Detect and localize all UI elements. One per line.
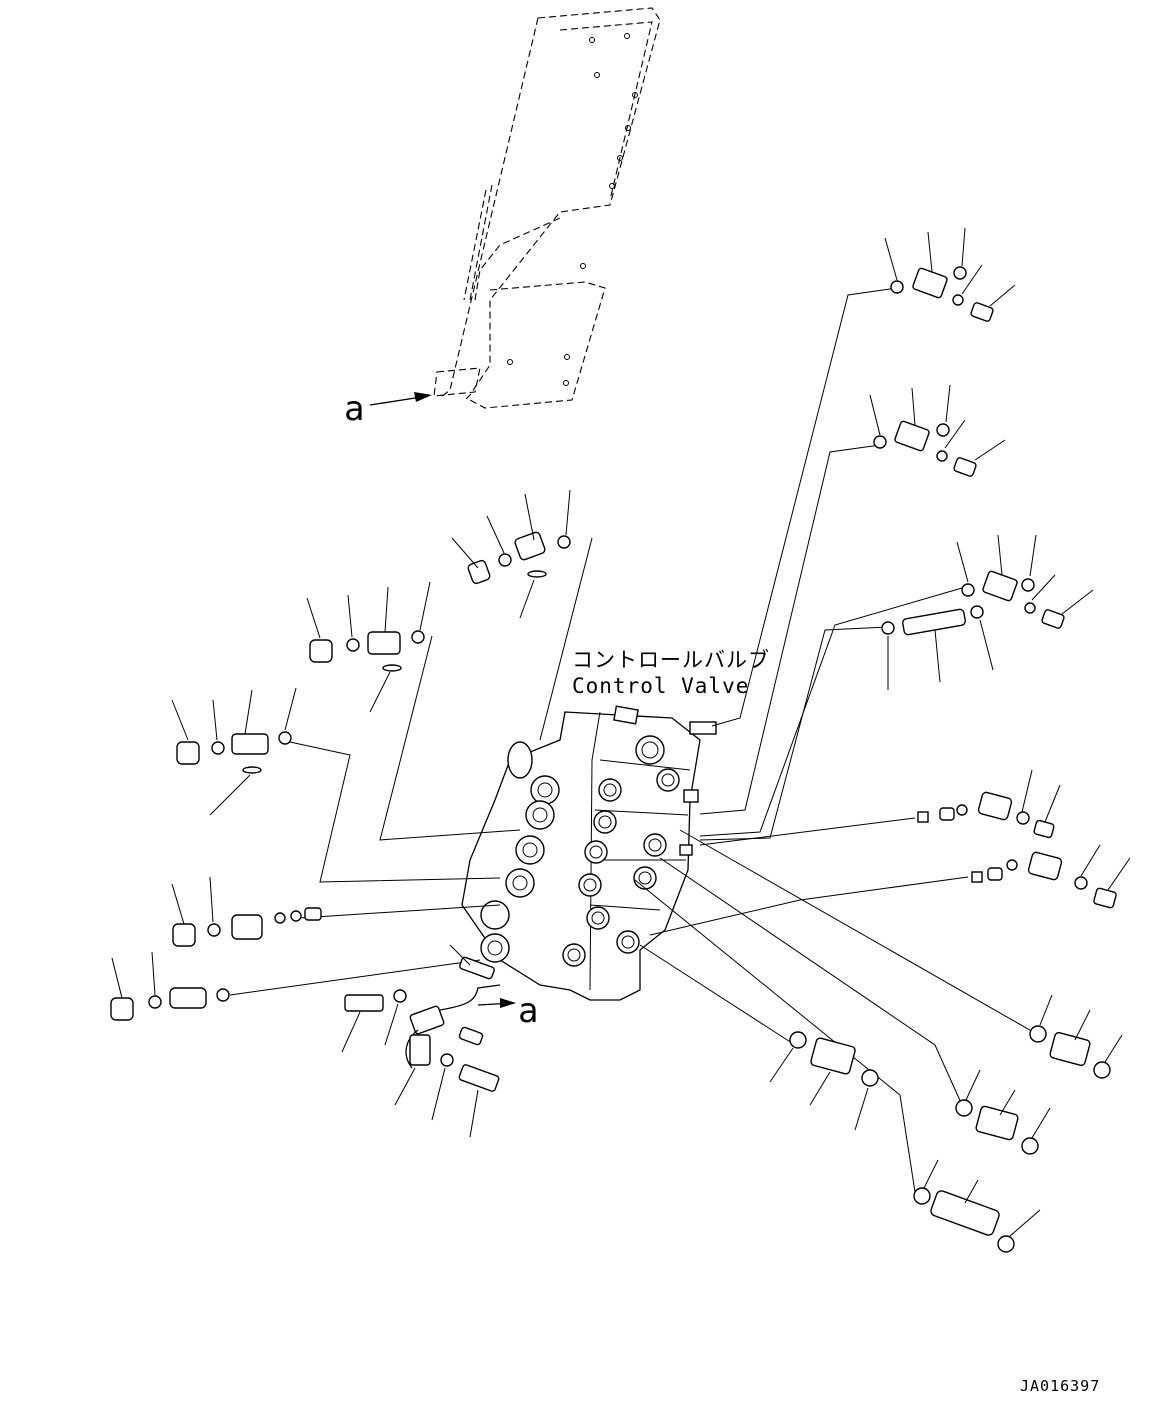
fitting-group-left-5	[110, 951, 230, 1021]
clamp-bolt-group	[341, 944, 501, 1138]
fitting-group-right-4	[917, 769, 1061, 839]
fitting-group-lower-middle	[769, 1031, 879, 1131]
control-valve-body	[461, 705, 717, 1001]
fitting-group-right-2	[869, 384, 1006, 477]
fitting-group-left-top	[451, 489, 571, 619]
svg-text:a: a	[344, 389, 364, 429]
reference-arrow-top: a	[344, 389, 432, 429]
fitting-group-lower-right-3	[913, 1159, 1041, 1253]
connection-lines	[229, 287, 1036, 1193]
fitting-group-lower-right-2	[955, 1069, 1051, 1155]
fitting-group-right-5	[971, 844, 1131, 909]
mounting-bracket	[433, 7, 661, 409]
fitting-group-right-1	[884, 227, 1016, 322]
control-valve-label: コントロールバルブ Control Valve	[572, 648, 770, 698]
svg-text:a: a	[518, 991, 538, 1031]
fitting-group-left-2	[306, 581, 431, 713]
svg-text:Control Valve: Control Valve	[572, 674, 749, 698]
fitting-group-left-4	[171, 876, 322, 947]
reference-arrow-bottom: a	[477, 991, 538, 1031]
fitting-group-left-3	[171, 687, 297, 816]
drawing-id: JA016397	[1020, 1377, 1100, 1395]
fitting-group-lower-right-1	[1029, 994, 1123, 1079]
fitting-group-right-3	[881, 534, 1094, 690]
svg-text:コントロールバルブ: コントロールバルブ	[572, 648, 770, 672]
